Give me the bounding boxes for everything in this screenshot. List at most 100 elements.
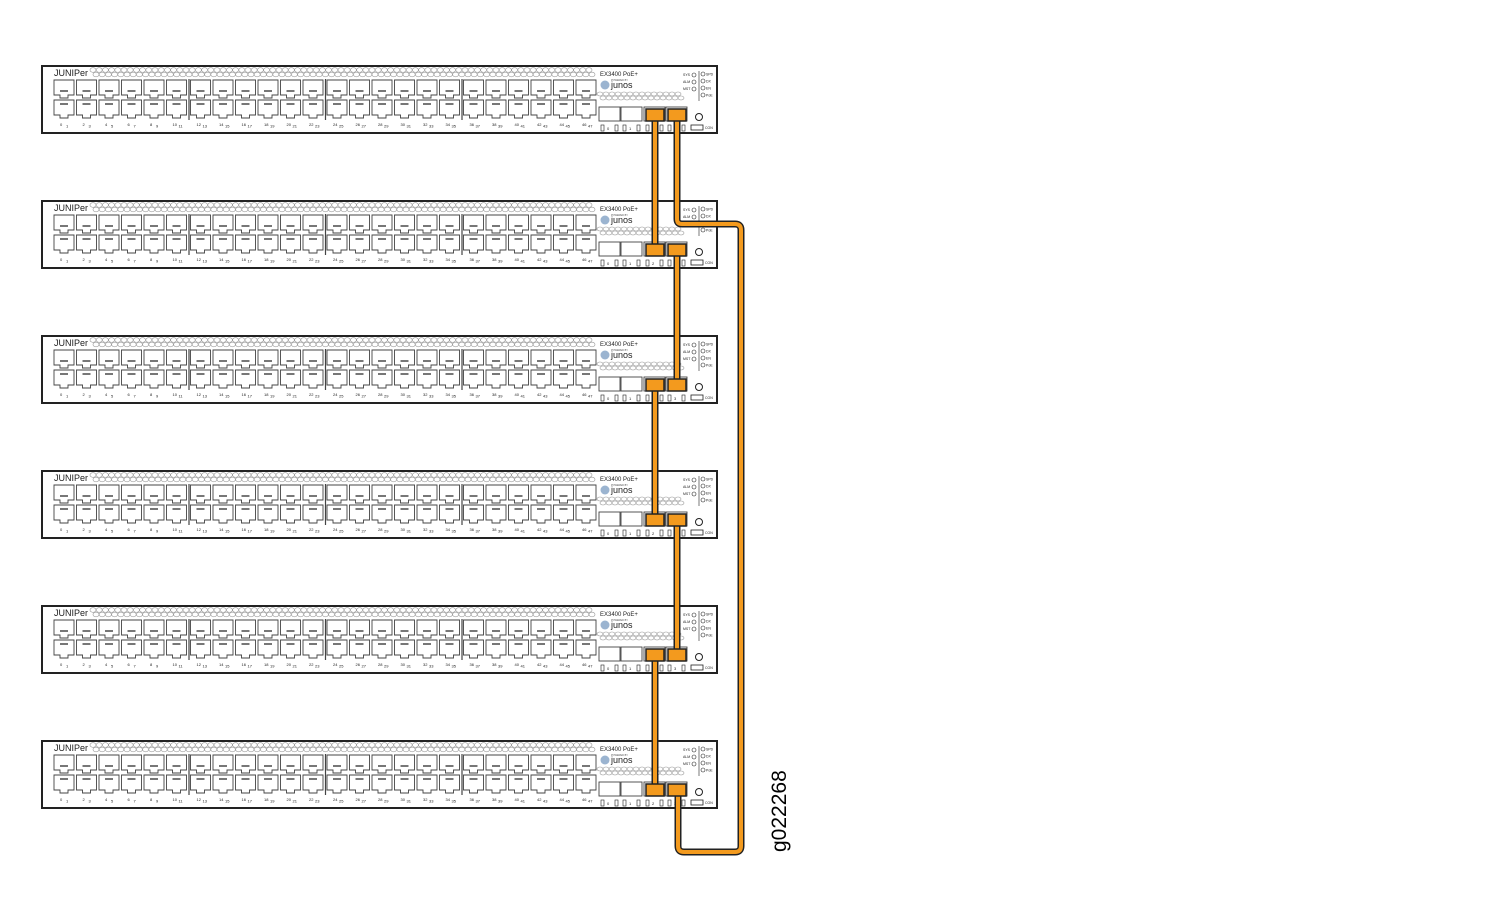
rj45-port[interactable] [143, 349, 165, 369]
rj45-port[interactable] [98, 214, 120, 234]
rj45-port[interactable] [575, 619, 597, 639]
rj45-port[interactable] [280, 99, 301, 119]
rj45-port[interactable] [302, 99, 324, 119]
rj45-port[interactable] [508, 349, 529, 369]
rj45-port[interactable] [463, 484, 484, 504]
rj45-port[interactable] [416, 774, 438, 794]
rj45-port[interactable] [485, 79, 507, 99]
rj45-port[interactable] [394, 484, 415, 504]
rj45-port[interactable] [439, 504, 460, 524]
rj45-port[interactable] [235, 504, 256, 524]
rj45-port[interactable] [439, 774, 460, 794]
rj45-port[interactable] [416, 484, 438, 504]
rj45-port[interactable] [508, 214, 529, 234]
rj45-port[interactable] [553, 349, 574, 369]
rj45-port[interactable] [212, 369, 234, 389]
rj45-port[interactable] [280, 504, 301, 524]
rj45-port[interactable] [212, 79, 234, 99]
rj45-port[interactable] [235, 234, 256, 254]
rj45-port[interactable] [416, 79, 438, 99]
rj45-port[interactable] [121, 619, 142, 639]
uplink-port-0[interactable] [598, 781, 621, 797]
rj45-port[interactable] [166, 234, 187, 254]
rj45-port[interactable] [575, 774, 597, 794]
rj45-port[interactable] [371, 99, 393, 119]
rj45-port[interactable] [76, 484, 97, 504]
rj45-port[interactable] [349, 774, 370, 794]
rj45-port[interactable] [508, 504, 529, 524]
rj45-port[interactable] [280, 774, 301, 794]
rj45-port[interactable] [302, 504, 324, 524]
rj45-port[interactable] [463, 504, 484, 524]
rj45-port[interactable] [575, 504, 597, 524]
rj45-port[interactable] [326, 484, 348, 504]
rj45-port[interactable] [212, 774, 234, 794]
rj45-port[interactable] [166, 504, 187, 524]
rj45-port[interactable] [439, 369, 460, 389]
rj45-port[interactable] [235, 639, 256, 659]
rj45-port[interactable] [76, 639, 97, 659]
rj45-port[interactable] [463, 369, 484, 389]
rj45-port[interactable] [212, 349, 234, 369]
rj45-port[interactable] [190, 504, 211, 524]
rj45-port[interactable] [302, 79, 324, 99]
rj45-port[interactable] [212, 639, 234, 659]
rj45-port[interactable] [53, 214, 75, 234]
rj45-port[interactable] [575, 369, 597, 389]
rj45-port[interactable] [121, 349, 142, 369]
rj45-port[interactable] [280, 639, 301, 659]
rj45-port[interactable] [121, 504, 142, 524]
rj45-port[interactable] [235, 619, 256, 639]
rj45-port[interactable] [98, 99, 120, 119]
uplink-port-0[interactable] [598, 376, 621, 392]
rj45-port[interactable] [326, 349, 348, 369]
rj45-port[interactable] [76, 234, 97, 254]
rj45-port[interactable] [326, 774, 348, 794]
rj45-port[interactable] [98, 349, 120, 369]
rj45-port[interactable] [121, 214, 142, 234]
rj45-port[interactable] [166, 639, 187, 659]
rj45-port[interactable] [302, 369, 324, 389]
rj45-port[interactable] [349, 504, 370, 524]
rj45-port[interactable] [394, 774, 415, 794]
rj45-port[interactable] [439, 349, 460, 369]
rj45-port[interactable] [190, 99, 211, 119]
rj45-port[interactable] [349, 79, 370, 99]
rj45-port[interactable] [553, 754, 574, 774]
rj45-port[interactable] [53, 774, 75, 794]
rj45-port[interactable] [212, 99, 234, 119]
rj45-port[interactable] [143, 504, 165, 524]
rj45-port[interactable] [53, 99, 75, 119]
rj45-port[interactable] [416, 504, 438, 524]
rj45-port[interactable] [326, 369, 348, 389]
rj45-port[interactable] [235, 774, 256, 794]
rj45-port[interactable] [371, 754, 393, 774]
rj45-port[interactable] [485, 504, 507, 524]
rj45-port[interactable] [235, 349, 256, 369]
rj45-port[interactable] [463, 214, 484, 234]
rj45-port[interactable] [349, 639, 370, 659]
rj45-port[interactable] [190, 234, 211, 254]
rj45-port[interactable] [463, 349, 484, 369]
uplink-port-0[interactable] [598, 646, 621, 662]
rj45-port[interactable] [302, 774, 324, 794]
rj45-port[interactable] [53, 754, 75, 774]
rj45-port[interactable] [530, 639, 552, 659]
rj45-port[interactable] [530, 504, 552, 524]
rj45-port[interactable] [416, 234, 438, 254]
rj45-port[interactable] [143, 619, 165, 639]
rj45-port[interactable] [53, 484, 75, 504]
rj45-port[interactable] [508, 774, 529, 794]
rj45-port[interactable] [257, 504, 279, 524]
rj45-port[interactable] [394, 619, 415, 639]
rj45-port[interactable] [485, 754, 507, 774]
rj45-port[interactable] [121, 234, 142, 254]
rj45-port[interactable] [190, 484, 211, 504]
rj45-port[interactable] [76, 754, 97, 774]
rj45-port[interactable] [257, 639, 279, 659]
rj45-port[interactable] [349, 754, 370, 774]
rj45-port[interactable] [349, 214, 370, 234]
rj45-port[interactable] [394, 754, 415, 774]
uplink-port-1[interactable] [620, 106, 643, 122]
rj45-port[interactable] [530, 99, 552, 119]
